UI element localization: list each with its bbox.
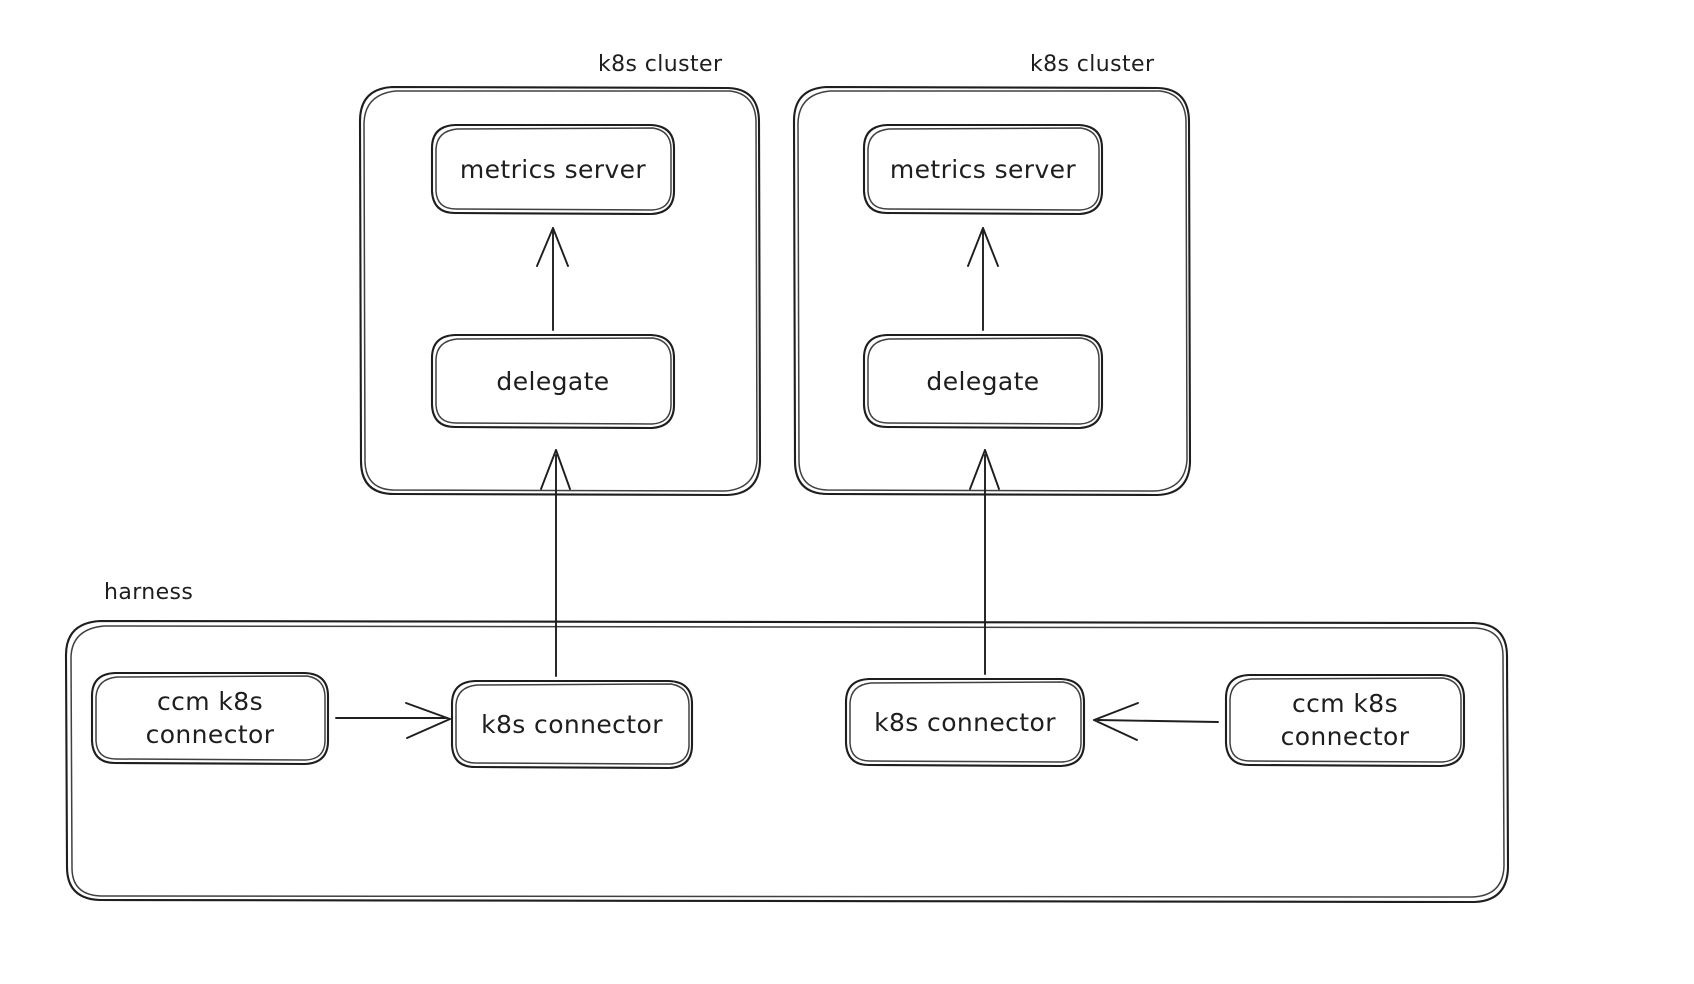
group-cluster-left[interactable]: [358, 85, 762, 497]
node-ccm-k8s-connector-left[interactable]: [90, 671, 330, 766]
node-k8s-connector-right[interactable]: [844, 677, 1086, 768]
node-metrics-server-left[interactable]: [430, 123, 676, 216]
edge-delegate-to-metrics-right: [967, 227, 999, 331]
edge-k8s-connector-to-delegate-left: [540, 449, 571, 677]
node-k8s-connector-left[interactable]: [450, 679, 694, 770]
edge-ccm-to-k8s-connector-left: [335, 702, 451, 739]
edge-delegate-to-metrics-left: [536, 227, 569, 331]
edge-ccm-to-k8s-connector-right: [1093, 702, 1219, 741]
edge-k8s-connector-to-delegate-right: [969, 449, 1000, 675]
node-metrics-server-right[interactable]: [862, 123, 1104, 216]
node-delegate-left[interactable]: [430, 333, 676, 430]
node-delegate-right[interactable]: [862, 333, 1104, 430]
group-cluster-right[interactable]: [792, 85, 1192, 497]
node-ccm-k8s-connector-right[interactable]: [1224, 673, 1466, 768]
group-harness[interactable]: [64, 619, 1510, 904]
